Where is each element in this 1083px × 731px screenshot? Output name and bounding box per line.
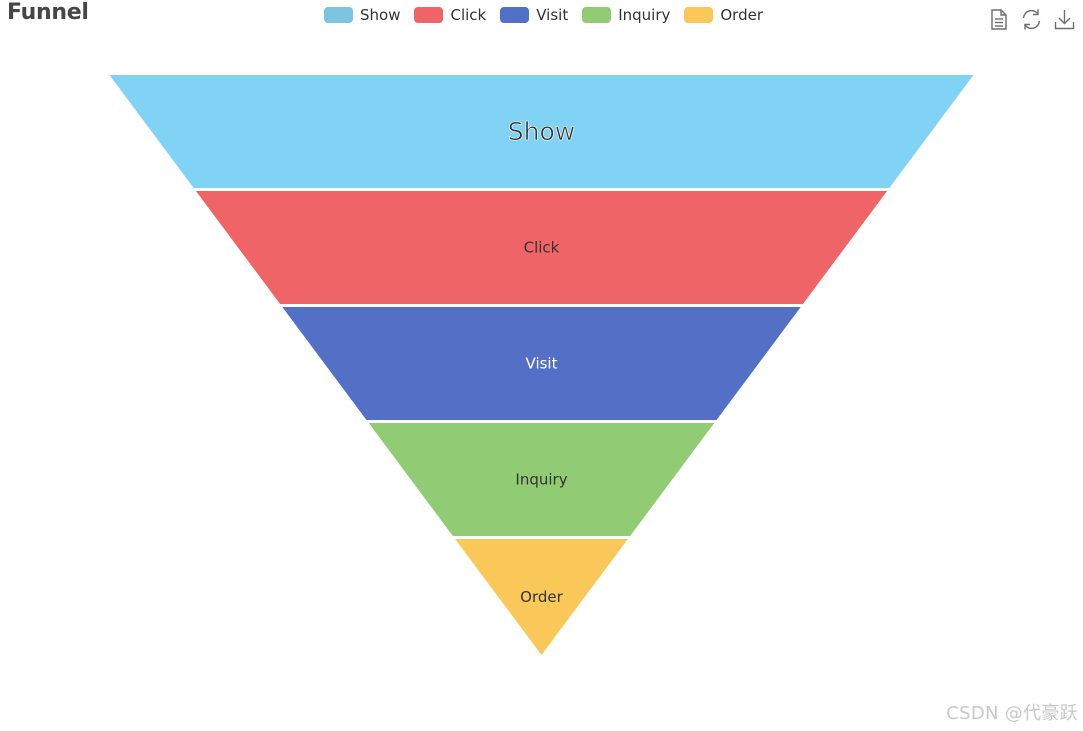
legend-item-inquiry[interactable]: Inquiry bbox=[582, 6, 670, 24]
chart-title: Funnel bbox=[7, 0, 89, 25]
legend-label: Click bbox=[450, 6, 487, 24]
funnel-label-visit: Visit bbox=[526, 355, 558, 373]
toolbox bbox=[986, 7, 1077, 32]
legend-swatch bbox=[500, 7, 530, 23]
legend-swatch bbox=[684, 7, 714, 23]
legend-swatch bbox=[414, 7, 444, 23]
funnel-segment-order[interactable] bbox=[455, 539, 628, 655]
funnel-segment-show[interactable] bbox=[109, 75, 974, 188]
legend-swatch bbox=[582, 7, 612, 23]
restore-icon[interactable] bbox=[1019, 7, 1044, 32]
legend-label: Inquiry bbox=[618, 6, 671, 24]
legend-swatch bbox=[324, 7, 353, 23]
legend-item-order[interactable]: Order bbox=[684, 6, 763, 24]
legend-item-visit[interactable]: Visit bbox=[500, 6, 568, 24]
legend-item-show[interactable]: Show bbox=[324, 6, 400, 24]
funnel-label-order: Order bbox=[520, 588, 563, 606]
funnel-segment-inquiry[interactable] bbox=[368, 423, 715, 536]
legend-label: Order bbox=[720, 6, 764, 24]
legend-label: Visit bbox=[536, 6, 569, 24]
save-image-icon[interactable] bbox=[1052, 7, 1077, 32]
funnel-segment-visit[interactable] bbox=[282, 307, 801, 420]
funnel-label-inquiry: Inquiry bbox=[515, 471, 567, 489]
legend-label: Show bbox=[360, 6, 401, 24]
watermark: CSDN @代豪跃 bbox=[946, 703, 1078, 724]
data-view-icon[interactable] bbox=[986, 7, 1011, 32]
funnel-label-show: Show bbox=[508, 117, 575, 146]
legend: Show Click Visit Inquiry Order bbox=[324, 5, 763, 25]
funnel-label-click: Click bbox=[524, 239, 560, 257]
legend-item-click[interactable]: Click bbox=[414, 6, 486, 24]
funnel-segment-click[interactable] bbox=[195, 191, 888, 304]
